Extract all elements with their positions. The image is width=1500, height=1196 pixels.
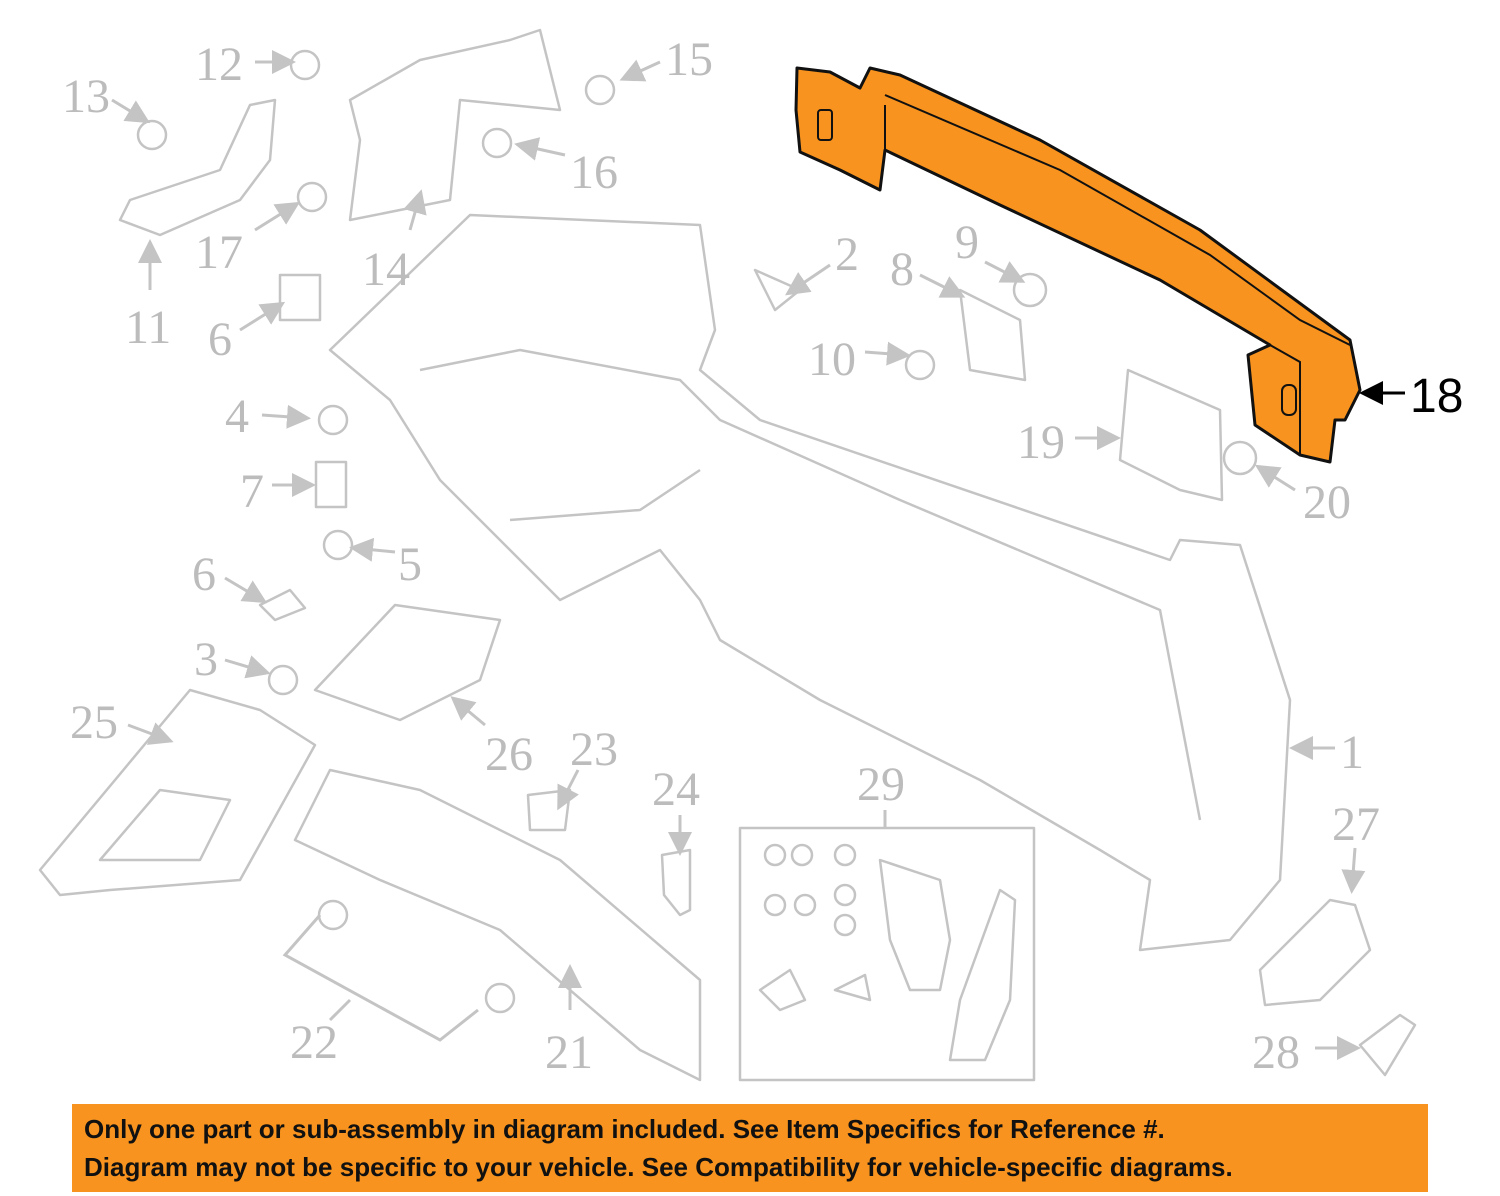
callout-13: 13 [62,70,110,123]
clip-24 [660,848,692,917]
mud-flap-kit-29-box [738,826,1036,1082]
callout-7: 7 [240,465,264,518]
callout-23: 23 [570,723,618,776]
bracket-19-outline [1118,368,1224,502]
callout-11: 11 [125,301,171,354]
callout-19: 19 [1017,416,1065,469]
callout-24: 24 [652,763,700,816]
bracket-11-outline [118,98,277,237]
callout-10: 10 [808,333,856,386]
splash-shield-25-outline [38,688,317,897]
reinforcement-beam-18 [794,66,1362,464]
callout-9: 9 [955,216,979,269]
callout-21: 21 [545,1026,593,1079]
callout-17: 17 [195,226,243,279]
callout-18-highlighted: 18 [1410,370,1463,423]
lower-valance-21-outline [293,768,702,1082]
bumper-cover-outline [328,213,1292,952]
callout-28: 28 [1252,1026,1300,1079]
fasteners [136,49,1048,1014]
callout-20: 20 [1303,476,1351,529]
callout-25: 25 [70,696,118,749]
callout-4: 4 [225,390,249,443]
clip-28 [1358,1013,1417,1077]
shield-26-outline [313,603,502,722]
callout-2: 2 [835,228,859,281]
callout-5: 5 [398,538,422,591]
washer-20 [1222,440,1258,476]
notice-banner: Only one part or sub-assembly in diagram… [72,1104,1428,1192]
callout-arrows [111,50,1405,1060]
bracket-14-outline [348,28,562,222]
callout-27: 27 [1332,798,1380,851]
callout-22: 22 [290,1016,338,1069]
callout-14: 14 [362,243,410,296]
callout-15: 15 [665,33,713,86]
callout-3: 3 [194,633,218,686]
clip-23 [526,788,572,832]
callout-12: 12 [195,38,243,91]
trim-27 [1258,898,1372,1007]
notice-line-2: Diagram may not be specific to your vehi… [84,1152,1233,1182]
callout-6: 6 [208,313,232,366]
callout-6b: 6 [192,548,216,601]
callout-16: 16 [570,146,618,199]
notice-line-1: Only one part or sub-assembly in diagram… [84,1114,1165,1144]
callout-1: 1 [1340,726,1364,779]
callout-8: 8 [890,243,914,296]
callout-26: 26 [485,728,533,781]
callout-29: 29 [857,758,905,811]
mud-flap-kit-parts [758,843,1017,1062]
